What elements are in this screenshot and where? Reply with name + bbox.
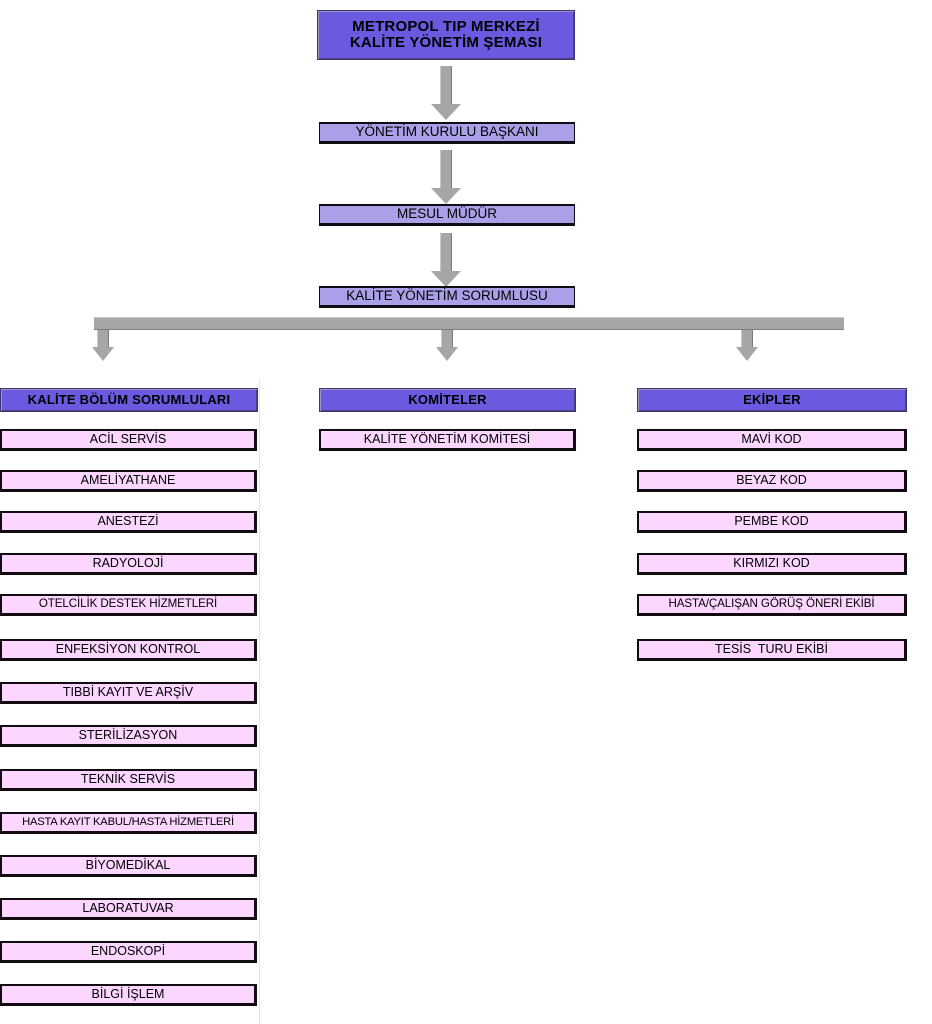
chart-title-line-1: METROPOL TIP MERKEZİ [352, 18, 540, 36]
leaf-tibbi-kayit-ve-arsiv: TIBBİ KAYIT VE ARŞİV [0, 682, 257, 704]
leaf-tesis-turu-ekibi: TESİS TURU EKİBİ [637, 639, 907, 661]
leaf-pembe-kod: PEMBE KOD [637, 511, 907, 533]
leaf-anestezi: ANESTEZİ [0, 511, 257, 533]
leaf-otelcilik-destek-hizmetleri: OTELCİLİK DESTEK HİZMETLERİ [0, 594, 257, 616]
leaf-radyoloji: RADYOLOJİ [0, 553, 257, 575]
level-box-mesul-mudur: MESUL MÜDÜR [319, 204, 575, 226]
chart-title-box: METROPOL TIP MERKEZİ KALİTE YÖNETİM ŞEMA… [317, 10, 575, 60]
leaf-laboratuvar: LABORATUVAR [0, 898, 257, 920]
leaf-teknik-servis: TEKNİK SERVİS [0, 769, 257, 791]
connector-arrowhead-middle [436, 347, 458, 361]
leaf-biyomedikal: BİYOMEDİKAL [0, 855, 257, 877]
column-header-ekipler: EKİPLER [637, 388, 907, 412]
leaf-ameliyathane: AMELİYATHANE [0, 470, 257, 492]
leaf-acil-servis: ACİL SERVİS [0, 429, 257, 451]
connector-horizontal-bus [94, 317, 844, 330]
leaf-hasta-kayit-kabul-hasta-hizmetleri: HASTA KAYIT KABUL/HASTA HİZMETLERİ [0, 812, 257, 834]
connector-arrowhead-left [92, 347, 114, 361]
connector-stem-left [97, 330, 109, 349]
level-box-kalite-yonetim-sorumlusu: KALİTE YÖNETİM SORUMLUSU [319, 286, 575, 308]
connector-stem-middle [441, 330, 453, 349]
column-guide-line [259, 380, 260, 1024]
leaf-kalite-yonetim-komitesi: KALİTE YÖNETİM KOMİTESİ [319, 429, 576, 451]
leaf-sterilizasyon: STERİLİZASYON [0, 725, 257, 747]
connector-arrowhead-right [736, 347, 758, 361]
leaf-enfeksiyon-kontrol: ENFEKSİYON KONTROL [0, 639, 257, 661]
leaf-kirmizi-kod: KIRMIZI KOD [637, 553, 907, 575]
arrow-manager-to-quality [431, 233, 461, 287]
column-header-kalite-bolum-sorumlulari: KALİTE BÖLÜM SORUMLULARI [0, 388, 258, 412]
column-header-komiteler: KOMİTELER [319, 388, 576, 412]
level-box-yonetim-kurulu-baskani: YÖNETİM KURULU BAŞKANI [319, 122, 575, 144]
leaf-endoskopi: ENDOSKOPİ [0, 941, 257, 963]
leaf-beyaz-kod: BEYAZ KOD [637, 470, 907, 492]
connector-stem-right [741, 330, 753, 349]
leaf-hasta-calisan-gorus-oneri-ekibi: HASTA/ÇALIŞAN GÖRÜŞ ÖNERİ EKİBİ [637, 594, 907, 616]
chart-title-line-2: KALİTE YÖNETİM ŞEMASI [349, 34, 543, 51]
leaf-bilgi-islem: BİLGİ İŞLEM [0, 984, 257, 1006]
arrow-title-to-board [431, 66, 461, 120]
leaf-mavi-kod: MAVİ KOD [637, 429, 907, 451]
arrow-board-to-manager [431, 150, 461, 204]
